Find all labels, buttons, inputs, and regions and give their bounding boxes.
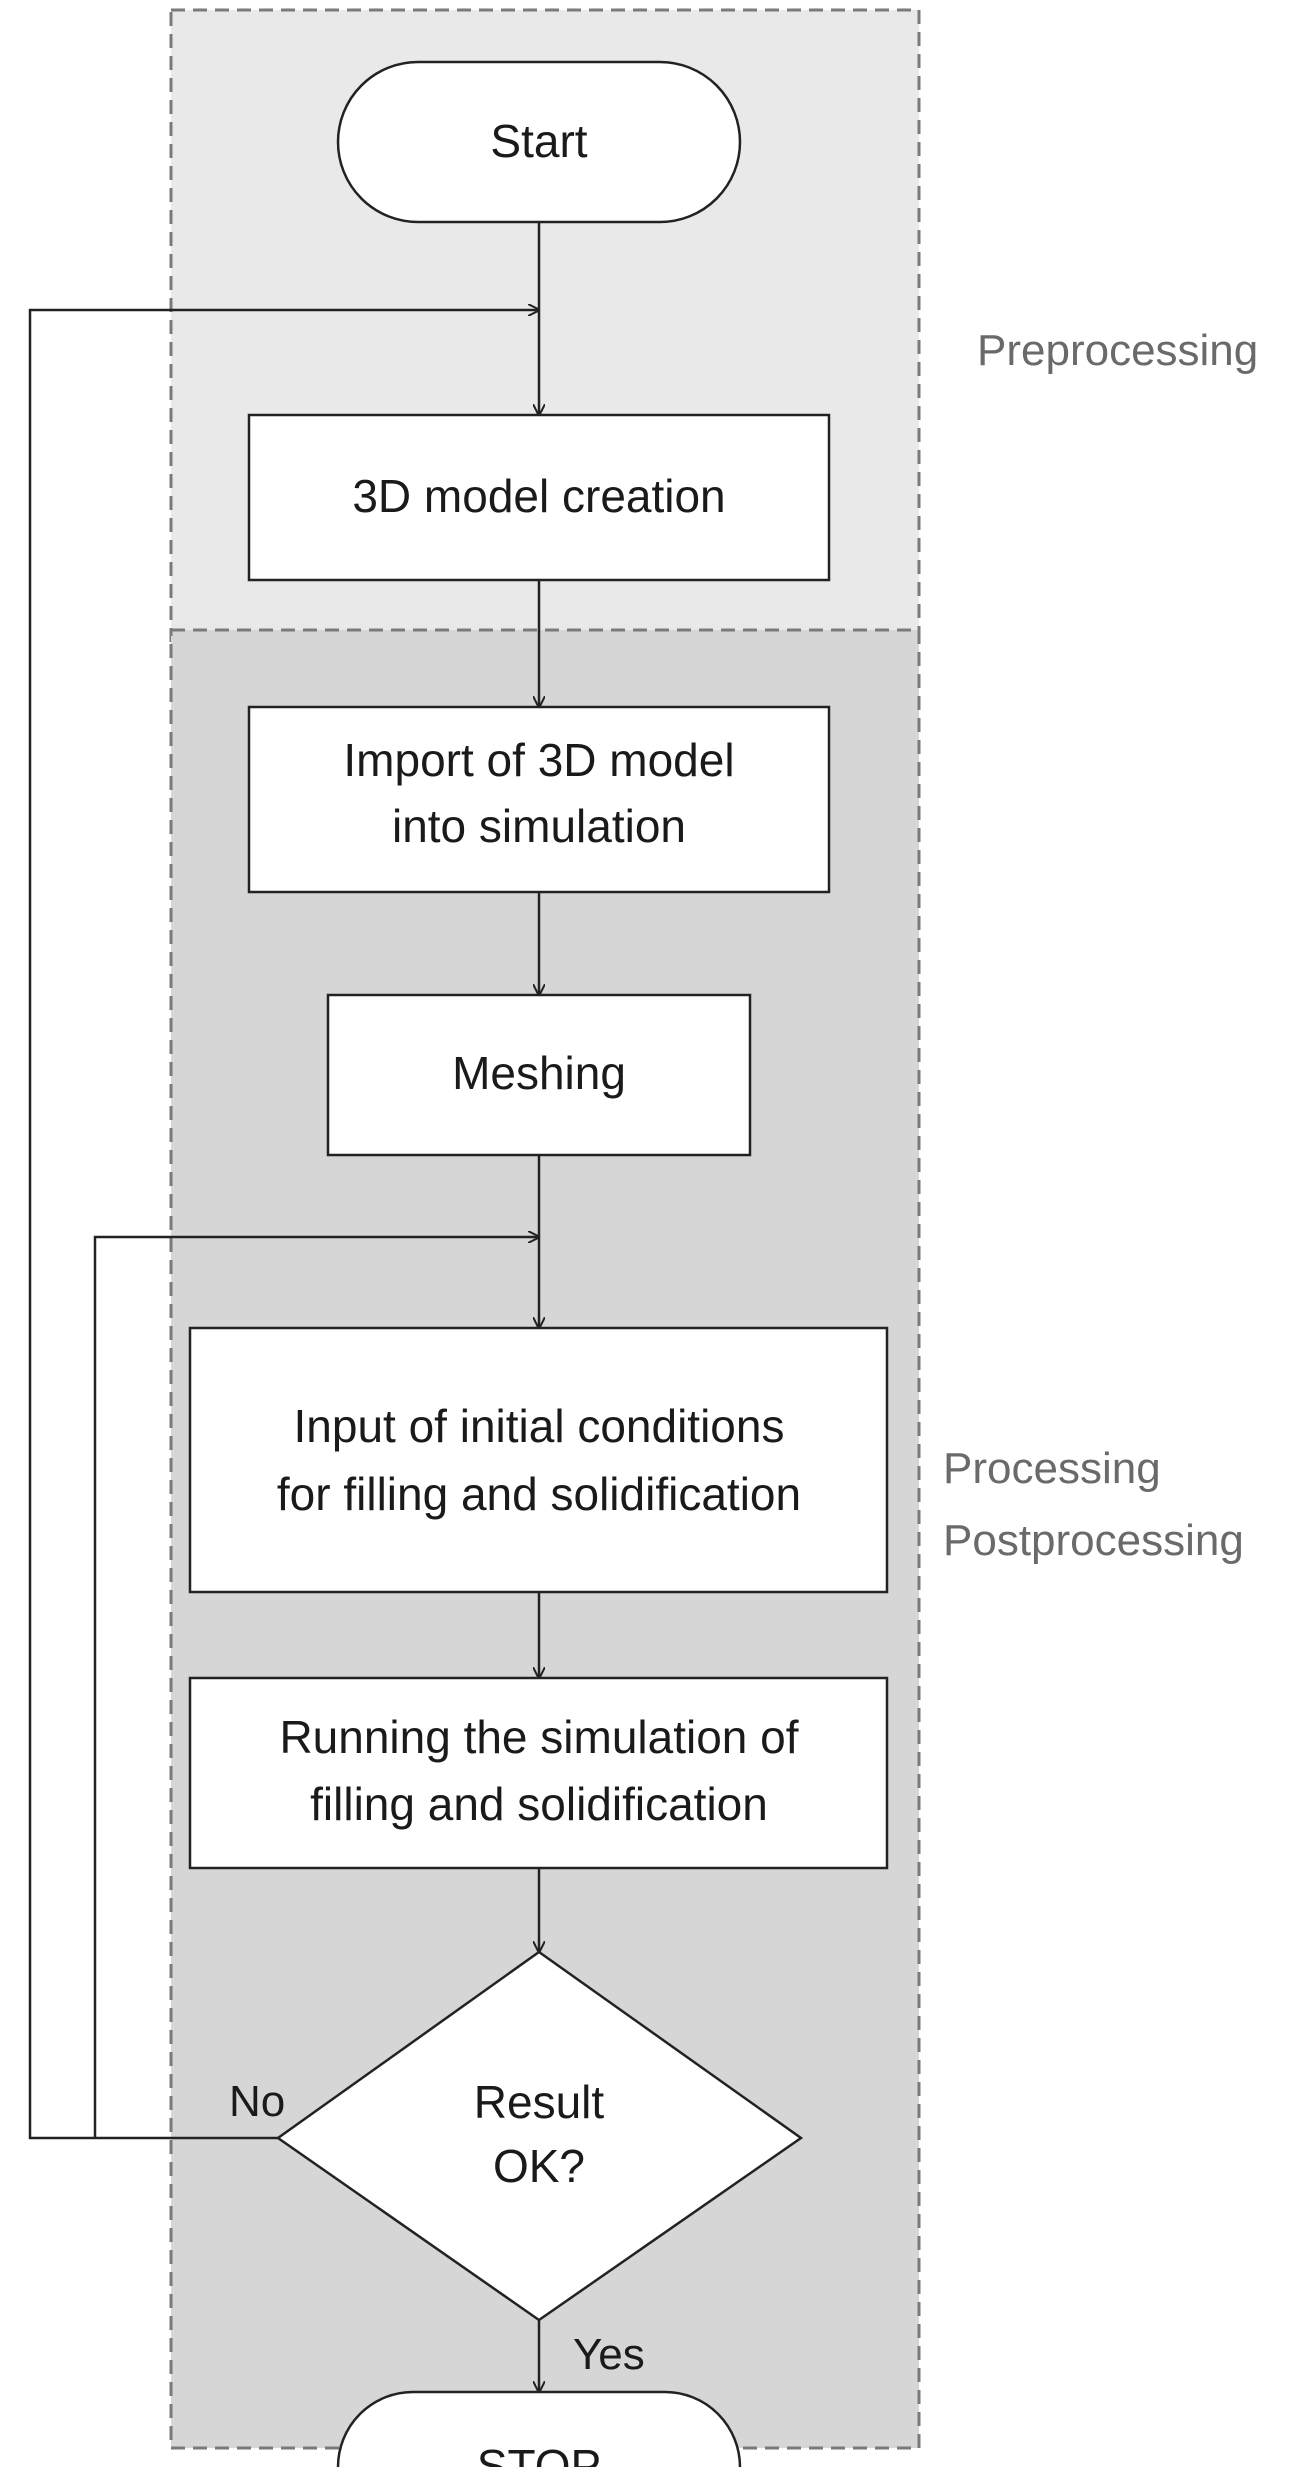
initial-conditions-label-line1: Input of initial conditions <box>294 1400 785 1452</box>
run-simulation-label-line1: Running the simulation of <box>279 1711 798 1763</box>
import-model-label-line2: into simulation <box>392 800 686 852</box>
model-creation-label: 3D model creation <box>352 470 725 522</box>
run-simulation-box <box>188 1676 889 1870</box>
initial-conditions-label-line2: for filling and solidification <box>277 1468 801 1520</box>
stop-label: STOP <box>477 2440 601 2467</box>
start-terminal <box>336 60 742 224</box>
run-simulation-label-line2: filling and solidification <box>310 1778 768 1830</box>
import-model-label-line1: Import of 3D model <box>343 734 734 786</box>
feedback-loops <box>28 310 539 2140</box>
import-model-box <box>247 705 831 894</box>
result-ok-decision <box>275 1950 804 2322</box>
postprocessing-label: Postprocessing <box>943 1516 1244 1565</box>
meshing-label: Meshing <box>452 1047 626 1099</box>
model-creation-box <box>247 413 831 582</box>
meshing-box <box>326 993 752 1157</box>
decision-label-line1: Result <box>474 2076 605 2128</box>
stop-terminal <box>336 2390 742 2467</box>
preprocessing-label: Preprocessing <box>977 326 1258 375</box>
processing-label: Processing <box>943 1444 1161 1493</box>
decision-label-line2: OK? <box>493 2140 585 2192</box>
start-label: Start <box>490 115 587 167</box>
initial-conditions-box <box>188 1326 889 1594</box>
yes-edge-label: Yes <box>573 2330 645 2379</box>
no-edge-label: No <box>229 2077 285 2126</box>
